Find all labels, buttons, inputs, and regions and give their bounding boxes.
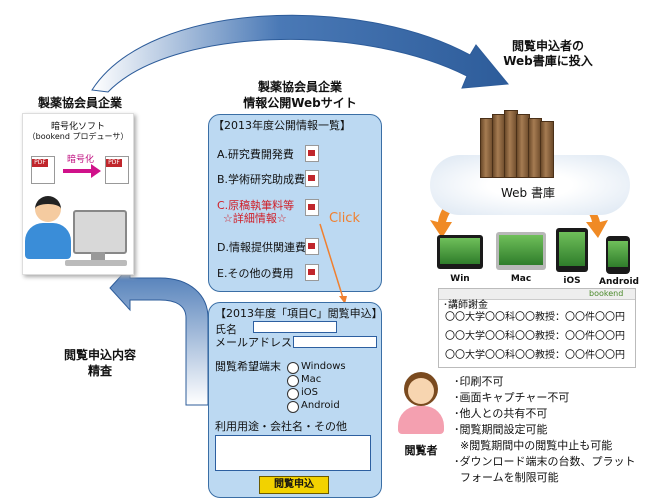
encrypt-arrow-icon <box>63 169 93 173</box>
option-ios: iOS <box>301 387 318 398</box>
pdf-file-icon: PDF <box>31 156 55 184</box>
click-label: Click <box>329 211 360 226</box>
radio-ios[interactable] <box>287 388 299 400</box>
feature-5: ･ダウンロード端末の台数、プラット <box>454 455 636 468</box>
form-header: 【2013年度「項目C」閲覧申込】 <box>215 307 383 320</box>
person-body-icon <box>25 223 71 259</box>
info-item-a[interactable]: A.研究費開発費 <box>217 148 294 161</box>
encrypt-label: 暗号化 <box>67 155 95 165</box>
mac-device-icon <box>496 232 546 270</box>
left-company-box: 暗号化ソフト （bookend プロデューサ） PDF 暗号化 PDF <box>22 113 134 275</box>
document-row-1: 〇〇大学〇〇科〇〇教授：〇〇件〇〇円 <box>445 312 625 323</box>
feature-4-note: ※閲覧期間中の閲覧中止も可能 <box>460 439 613 452</box>
feature-3: ･他人との共有不可 <box>454 407 548 420</box>
document-header: ･講師謝金 <box>443 300 488 311</box>
encrypt-software-line1: 暗号化ソフト <box>50 122 105 132</box>
document-preview: bookend ･講師謝金 〇〇大学〇〇科〇〇教授：〇〇件〇〇円 〇〇大学〇〇科… <box>438 288 636 368</box>
pdf-icon-a[interactable] <box>305 145 319 162</box>
review-label-line1: 閲覧申込内容 <box>63 348 136 362</box>
document-row-3: 〇〇大学〇〇科〇〇教授：〇〇件〇〇円 <box>445 350 625 361</box>
purpose-textarea[interactable] <box>215 435 371 471</box>
win-device-icon <box>437 235 483 269</box>
viewer-label: 閲覧者 <box>404 444 438 457</box>
option-android: Android <box>301 400 340 411</box>
user-at-pc-icon <box>25 190 135 275</box>
ios-device-icon <box>556 228 588 272</box>
option-mac: Mac <box>301 374 322 385</box>
pdf-icon-b[interactable] <box>305 170 319 187</box>
device-label-mac: Mac <box>510 274 532 284</box>
device-label-ios: iOS <box>563 276 581 286</box>
document-brand: bookend <box>589 289 624 298</box>
pdf-icon-c[interactable] <box>305 199 319 216</box>
pdf-icon-d[interactable] <box>305 238 319 255</box>
android-device-icon <box>606 236 630 274</box>
feature-5-cont: フォームを制限可能 <box>460 471 559 484</box>
purpose-label: 利用用途・会社名・その他 <box>215 420 347 433</box>
device-label-win: Win <box>450 274 470 284</box>
review-label-line2: 精査 <box>87 364 112 378</box>
library-right-arrow <box>556 190 608 238</box>
public-info-header: 【2013年度公開情報一覧】 <box>213 119 351 132</box>
viewer-face-icon <box>408 378 434 404</box>
radio-windows[interactable] <box>287 362 299 374</box>
left-company-title: 製薬協会員企業 <box>37 96 122 110</box>
books-icon <box>480 110 560 178</box>
pdf-file-badge: PDF <box>32 159 48 167</box>
pdf-icon-e[interactable] <box>305 264 319 281</box>
info-item-c-detail[interactable]: ☆詳細情報☆ <box>223 212 287 225</box>
info-item-d[interactable]: D.情報提供関連費 <box>217 241 306 254</box>
feature-1: ･印刷不可 <box>454 375 504 388</box>
library-left-arrow <box>430 188 476 238</box>
radio-android[interactable] <box>287 401 299 413</box>
feature-2: ･画面キャプチャー不可 <box>454 391 570 404</box>
info-item-b[interactable]: B.学術研究助成費 <box>217 173 306 186</box>
document-row-2: 〇〇大学〇〇科〇〇教授：〇〇件〇〇円 <box>445 331 625 342</box>
library-label: Web 書庫 <box>501 186 555 200</box>
book-6 <box>540 121 554 178</box>
info-item-e[interactable]: E.その他の費用 <box>217 267 294 280</box>
terminal-label: 閲覧希望端末 <box>215 360 281 373</box>
option-windows: Windows <box>301 361 346 372</box>
application-form-panel: 【2013年度「項目C」閲覧申込】 氏名 メールアドレス 閲覧希望端末 Wind… <box>208 302 383 498</box>
info-item-c[interactable]: C.原稿執筆料等 <box>217 199 295 212</box>
email-label: メールアドレス <box>215 336 292 349</box>
feature-4: ･閲覧期間設定可能 <box>454 423 548 436</box>
center-title-line2: 情報公開Webサイト <box>243 96 357 110</box>
name-label: 氏名 <box>215 323 237 336</box>
encrypt-arrow-head-icon <box>91 164 101 178</box>
email-field[interactable] <box>293 336 377 348</box>
encrypted-file-icon: PDF <box>105 156 129 184</box>
monitor-stand-icon <box>91 252 105 260</box>
center-title-line1: 製薬協会員企業 <box>257 80 342 94</box>
viewer-person-icon <box>396 372 446 434</box>
device-label-android: Android <box>599 277 639 287</box>
submit-button[interactable]: 閲覧申込 <box>259 476 329 494</box>
top-arrow-body <box>91 14 509 93</box>
viewer-body-icon <box>398 406 444 434</box>
keyboard-icon <box>65 260 127 266</box>
encrypted-file-badge: PDF <box>106 159 122 167</box>
document-toolbar <box>439 289 635 300</box>
top-arrow-label: 閲覧申込者の Web書庫に投入 <box>503 39 593 68</box>
public-info-panel: 【2013年度公開情報一覧】 A.研究費開発費 B.学術研究助成費 C.原稿執筆… <box>208 114 382 292</box>
radio-mac[interactable] <box>287 375 299 387</box>
person-head-icon <box>35 196 61 222</box>
encrypt-software-line2: （bookend プロデューサ） <box>27 132 129 141</box>
name-field[interactable] <box>253 321 337 333</box>
